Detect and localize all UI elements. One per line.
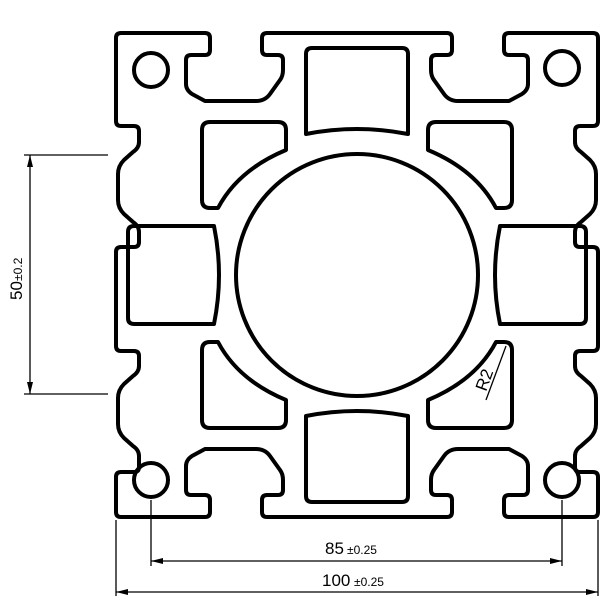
corner-hole-bottom-left	[132, 461, 170, 499]
arrow-85-right	[550, 558, 562, 564]
dim-50-label: 50 ±0.2	[7, 257, 26, 300]
cavity-left	[126, 224, 221, 326]
cavity-right	[493, 224, 588, 326]
cavity-top-right	[426, 120, 514, 210]
cavity-top	[304, 46, 410, 136]
dim-50-tol: ±0.2	[11, 257, 25, 281]
cavity-bottom-right	[426, 340, 514, 430]
arrow-85-left	[151, 558, 163, 564]
outer-contour-closed	[114, 31, 600, 519]
dim-100-value: 100	[322, 571, 350, 590]
cavity-bottom	[304, 409, 410, 504]
arrow-50-bottom	[27, 382, 33, 394]
arrow-50-top	[27, 155, 33, 167]
arrow-100-right	[586, 589, 598, 595]
corner-hole-top-left	[132, 51, 170, 89]
central-bore	[234, 152, 480, 398]
leader-r2	[485, 345, 507, 401]
corner-hole-bottom-right	[543, 461, 581, 499]
drawn	[114, 31, 600, 519]
cavity-bottom-left	[200, 340, 288, 430]
dim-100-tol: ±0.25	[354, 575, 384, 589]
dim-50-value: 50	[7, 281, 26, 300]
dim-85-tol: ±0.25	[347, 543, 377, 557]
arrowheads	[27, 155, 598, 595]
dim-85-value: 85	[325, 539, 344, 558]
corner-hole-top-right	[543, 49, 581, 87]
cavity-top-left	[200, 120, 288, 210]
interior-cavities	[126, 46, 588, 504]
dimension-lines	[24, 154, 599, 596]
arrow-100-left	[116, 589, 128, 595]
dimension-labels: 100 ±0.25 85 ±0.25 50 ±0.2 R2	[7, 257, 497, 590]
